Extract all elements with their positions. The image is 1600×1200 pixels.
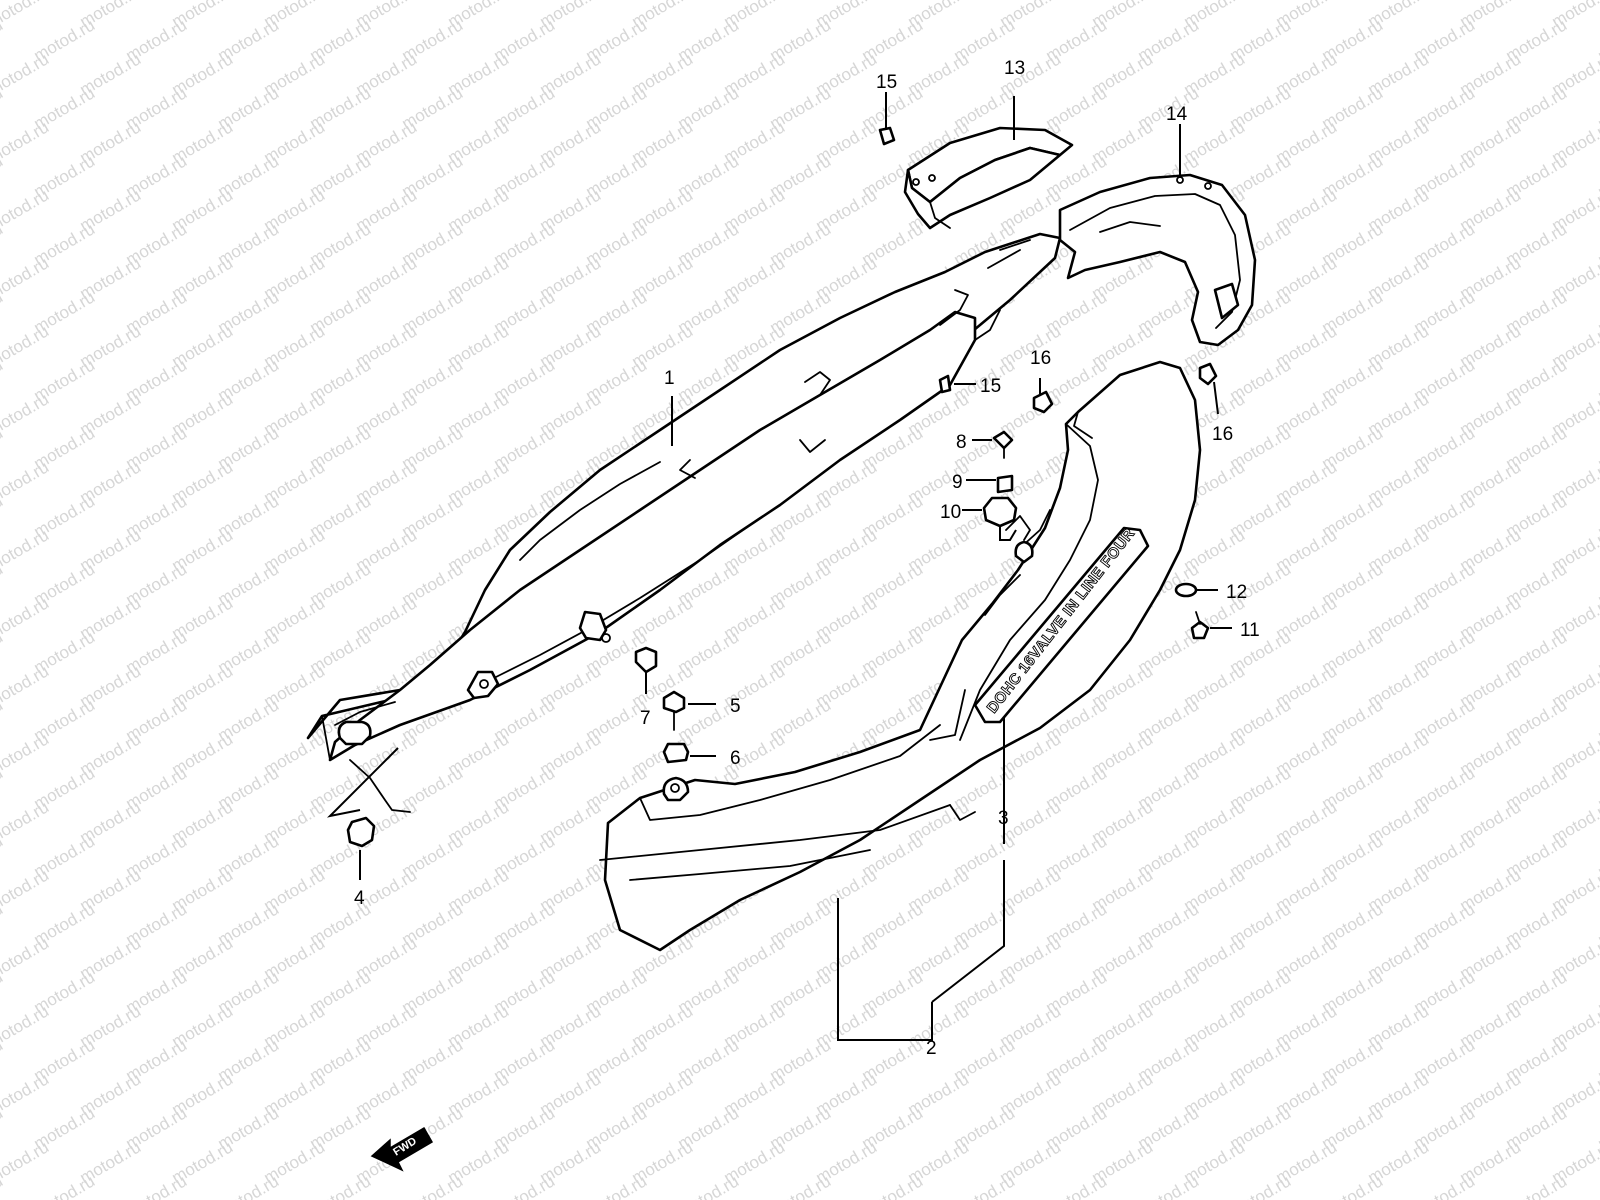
watermark-text: motod.ru	[583, 1171, 651, 1200]
leader-lines	[326, 92, 1232, 1041]
callout-12: 12	[1226, 582, 1247, 603]
callout-15-mid: 15	[980, 376, 1001, 397]
hardware	[346, 126, 1218, 848]
watermark-text: motod.ru	[0, 389, 52, 439]
watermark-text: motod.ru	[0, 1171, 6, 1200]
callout-11: 11	[1240, 620, 1260, 641]
watermark-text: motod.ru	[123, 1171, 191, 1200]
callout-8: 8	[956, 432, 967, 453]
watermark-text: motod.ru	[0, 593, 52, 643]
part-tail-cover-top	[903, 126, 1074, 230]
watermark-text: motod.ru	[307, 1171, 375, 1200]
watermark-text: motod.ru	[0, 1137, 52, 1187]
watermark-text: motod.ru	[0, 525, 52, 575]
watermark-text: motod.ru	[951, 1171, 1019, 1200]
watermark-text: motod.ru	[31, 1171, 99, 1200]
watermark-text: motod.ru	[0, 797, 52, 847]
watermark-text: motod.ru	[0, 661, 52, 711]
watermark-text: motod.ru	[0, 729, 52, 779]
callout-6: 6	[730, 748, 741, 769]
callout-1: 1	[664, 368, 675, 389]
callout-4: 4	[354, 888, 365, 909]
watermark-text: motod.ru	[215, 1171, 283, 1200]
watermark-text: motod.ru	[0, 457, 52, 507]
watermark-text: motod.ru	[767, 1171, 835, 1200]
watermark-text: motod.ru	[1595, 1171, 1600, 1200]
watermark-text: motod.ru	[0, 49, 52, 99]
watermark-text: motod.ru	[0, 933, 52, 983]
watermark-text: motod.ru	[0, 1001, 52, 1051]
watermark-text: motod.ru	[491, 1171, 559, 1200]
callout-13: 13	[1004, 58, 1025, 79]
watermark-text: motod.ru	[0, 117, 52, 167]
watermark-text: motod.ru	[1135, 1171, 1203, 1200]
watermark-text: motod.ru	[859, 1171, 927, 1200]
watermark-text: motod.ru	[1411, 1171, 1479, 1200]
callouts: 1 2 3 4 5 6 7 8 9 10 11 12 13 14 15 15 1…	[354, 58, 1260, 1059]
callout-10: 10	[940, 502, 961, 523]
callout-3: 3	[998, 808, 1009, 829]
callout-5: 5	[730, 696, 741, 717]
watermark-text: motod.ru	[0, 1069, 52, 1119]
part-rear-tail-piece	[1058, 173, 1257, 347]
callout-16-right: 16	[1212, 424, 1233, 445]
callout-9: 9	[952, 472, 963, 493]
callout-15-top: 15	[876, 72, 897, 93]
watermark-text: motod.ru	[0, 185, 52, 235]
callout-2: 2	[926, 1038, 937, 1059]
callout-7: 7	[640, 708, 651, 729]
watermark-text: motod.ru	[675, 1171, 743, 1200]
watermark-text: motod.ru	[0, 321, 52, 371]
watermark-text: motod.ru	[0, 0, 52, 31]
watermark-text: motod.ru	[1043, 1171, 1111, 1200]
part-frame-cover	[306, 232, 1062, 813]
watermark-text: motod.ru	[1227, 1171, 1295, 1200]
watermark-text: motod.ru	[399, 1171, 467, 1200]
callout-14: 14	[1166, 104, 1188, 125]
watermark-text: motod.ru	[0, 253, 52, 303]
watermark-text: motod.ru	[0, 865, 52, 915]
callout-16-left: 16	[1030, 348, 1051, 369]
watermark-text: motod.ru	[1319, 1171, 1387, 1200]
watermark-text: motod.ru	[1503, 1171, 1571, 1200]
